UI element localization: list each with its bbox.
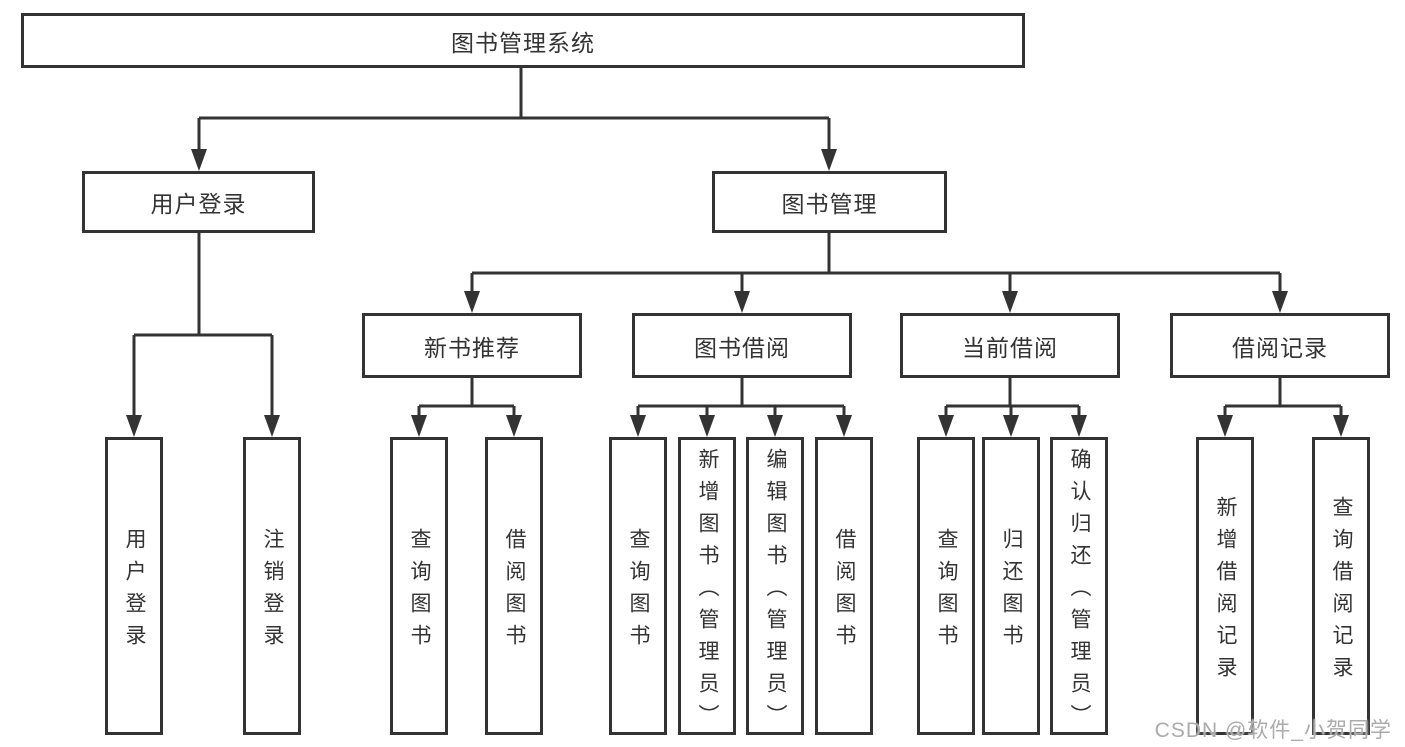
- node-user-login: 用户登录: [82, 171, 315, 233]
- leaf-user-login: 用户登录: [105, 437, 163, 735]
- node-label: 确认归还（管理员）: [1068, 447, 1091, 736]
- leaf-query-books-borrowing: 查询图书: [609, 437, 667, 735]
- node-label: 编辑图书（管理员）: [764, 447, 787, 736]
- leaf-logout: 注销登录: [243, 437, 301, 735]
- node-label: 新增图书（管理员）: [696, 447, 719, 736]
- leaf-edit-book-admin: 编辑图书（管理员）: [746, 437, 804, 736]
- node-label: 图书管理系统: [451, 29, 595, 56]
- leaf-query-books-recommend: 查询图书: [390, 437, 448, 735]
- node-label: 查询借阅记录: [1330, 495, 1353, 688]
- node-new-book-recommend: 新书推荐: [362, 313, 582, 378]
- node-label: 查询图书: [408, 527, 431, 656]
- leaf-borrow-books: 借阅图书: [815, 437, 873, 735]
- node-book-borrowing: 图书借阅: [632, 313, 852, 378]
- node-label: 注销登录: [261, 527, 284, 656]
- node-library-management-system: 图书管理系统: [21, 13, 1025, 68]
- node-book-management: 图书管理: [712, 171, 947, 233]
- leaf-query-books-current: 查询图书: [917, 437, 975, 735]
- leaf-return-books: 归还图书: [982, 437, 1040, 735]
- node-label: 新书推荐: [424, 334, 520, 361]
- leaf-add-borrow-record: 新增借阅记录: [1196, 437, 1254, 735]
- node-label: 当前借阅: [962, 334, 1058, 361]
- leaf-confirm-return-admin: 确认归还（管理员）: [1050, 437, 1108, 736]
- node-label: 用户登录: [123, 527, 146, 656]
- node-label: 借阅图书: [503, 527, 526, 656]
- leaf-query-borrow-record: 查询借阅记录: [1312, 437, 1370, 735]
- node-label: 图书管理: [781, 191, 878, 217]
- leaf-borrow-books-recommend: 借阅图书: [485, 437, 543, 735]
- node-label: 新增借阅记录: [1214, 495, 1237, 688]
- leaf-add-book-admin: 新增图书（管理员）: [678, 437, 736, 736]
- node-label: 借阅记录: [1232, 334, 1328, 361]
- node-label: 归还图书: [1000, 527, 1023, 656]
- node-borrowing-records: 借阅记录: [1170, 313, 1390, 378]
- csdn-watermark: CSDN @软件_小贺同学: [1154, 719, 1392, 742]
- node-label: 查询图书: [627, 527, 650, 656]
- node-label: 用户登录: [150, 191, 247, 217]
- node-label: 借阅图书: [833, 527, 856, 656]
- node-current-borrowing: 当前借阅: [900, 313, 1120, 378]
- node-label: 图书借阅: [694, 334, 790, 361]
- node-label: 查询图书: [935, 527, 958, 656]
